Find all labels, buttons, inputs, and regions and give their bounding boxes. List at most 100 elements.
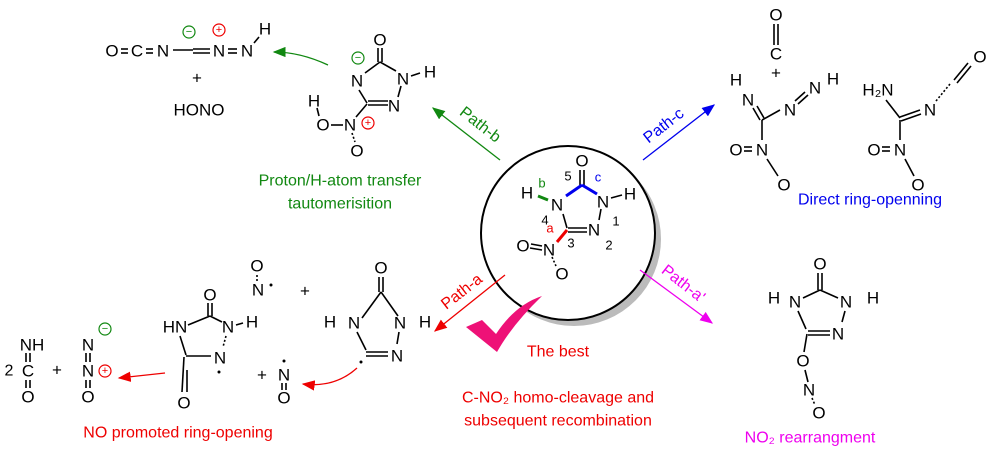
atom-o: O <box>973 48 986 67</box>
atom-h: H <box>324 313 336 332</box>
atom-o: O <box>812 404 825 423</box>
atom-n: N <box>784 101 796 120</box>
atom-o: O <box>81 388 94 407</box>
atom-o: O <box>867 141 880 160</box>
best-caption: The best <box>527 344 590 361</box>
checkmark-icon <box>466 296 542 352</box>
atom-c: C <box>131 42 143 61</box>
ring-number-2: 2 <box>605 238 612 253</box>
svg-text:−: − <box>186 26 192 38</box>
atom-n: N <box>832 325 844 344</box>
atom-n1: N <box>597 193 609 212</box>
atom-o: O <box>250 257 263 276</box>
negative-charge-icon: − <box>351 51 365 65</box>
atom-o: O <box>777 176 790 195</box>
atom-n: N <box>894 141 906 160</box>
atom-o: O <box>374 259 387 278</box>
positive-charge-icon: + <box>361 116 375 130</box>
atom-c: C <box>770 45 782 64</box>
atom-h: H <box>624 185 636 204</box>
atom-o: O <box>729 141 742 160</box>
atom-o: O <box>911 176 924 195</box>
bond-label-b: b <box>538 176 545 191</box>
atom-n: N <box>278 366 290 385</box>
atom-o: O <box>555 265 568 284</box>
atom-n: N <box>803 381 815 400</box>
no-promoted-caption: NO promoted ring-opening <box>83 425 272 442</box>
atom-n: N <box>809 79 821 98</box>
plus-sign: + <box>257 366 267 385</box>
ring-number-4: 4 <box>541 213 548 228</box>
atom-o: O <box>796 352 809 371</box>
atom-n: N <box>82 336 94 355</box>
plus-sign: + <box>300 282 310 301</box>
negative-charge-icon: − <box>98 322 112 336</box>
bond-label-a: a <box>546 221 554 236</box>
atom-n: N <box>742 91 754 110</box>
atom-h: H <box>867 289 879 308</box>
path-c-label: Path-c <box>641 105 688 147</box>
ring-opening-arrow <box>117 371 166 382</box>
radical-dot <box>217 370 221 374</box>
atom-n: N <box>252 281 264 300</box>
atom-o: O <box>21 388 34 407</box>
tautomer-caption-line1: Proton/H-atom transfer <box>259 173 422 190</box>
atom-n: N <box>756 141 768 160</box>
final-products-left: NH 2 C O + N N O − + <box>5 322 112 407</box>
atom-n2: N <box>588 221 600 240</box>
atom-n: N <box>344 116 356 135</box>
svg-text:+: + <box>365 117 371 129</box>
azide-isocyanate-product: O C N N N H − + + HONO <box>105 20 271 120</box>
svg-text:−: − <box>355 52 361 64</box>
radical-dot <box>359 360 363 364</box>
atom-n: N <box>82 362 94 381</box>
no-radical: N O + <box>257 359 291 408</box>
atom-n: N <box>348 314 360 333</box>
no2-radical: O N + <box>250 257 310 301</box>
atom-o: O <box>177 394 190 413</box>
atom-n-nitro: N <box>543 241 555 260</box>
atom-o: O <box>316 116 329 135</box>
atom-o: O <box>277 389 290 408</box>
atom-h: H <box>827 70 839 89</box>
atom-n: N <box>241 42 253 61</box>
ring-number-1: 1 <box>612 214 619 229</box>
positive-charge-icon: + <box>98 364 112 378</box>
atom-h: H <box>308 92 320 111</box>
homo-cleavage-caption-line2: subsequent recombination <box>464 413 652 430</box>
tautomer-caption-line2: tautomerisition <box>288 196 392 213</box>
atom-n: N <box>222 318 234 337</box>
atom-n: N <box>214 349 226 368</box>
triazolone-radical: O N H N H N <box>324 259 431 366</box>
nitro-rearrangement-caption: NO₂ rearrangment <box>745 430 876 447</box>
atom-o: O <box>350 142 363 161</box>
atom-n4: N <box>551 196 563 215</box>
atom-n: N <box>351 72 363 91</box>
central-molecule: O N N H H N N O O 5 4 1 3 2 b c a <box>516 152 636 284</box>
nitrite-rearrangement-product: O N H N H N O N O <box>768 255 879 423</box>
atom-hn: HN <box>163 318 188 337</box>
atom-h: H <box>419 313 431 332</box>
svg-text:+: + <box>102 365 108 377</box>
tautomer-decomposition-arrow <box>272 46 329 66</box>
path-c-arrow: Path-c <box>641 104 716 161</box>
path-b-label: Path-b <box>456 104 504 146</box>
direct-ring-opening-caption: Direct ring-openning <box>798 192 942 209</box>
atom-n: N <box>213 42 225 61</box>
bond-label-c: c <box>595 170 602 185</box>
atom-o: O <box>373 31 386 50</box>
negative-charge-icon: − <box>182 25 196 39</box>
path-a-prime-label: Path-a' <box>658 262 708 306</box>
ring-number-5: 5 <box>564 169 571 184</box>
atom-o: O <box>575 152 588 171</box>
path-a-label: Path-a <box>438 271 486 313</box>
atom-o: O <box>516 237 529 256</box>
atom-o: O <box>813 255 826 274</box>
atom-n: N <box>789 293 801 312</box>
atom-n: N <box>394 314 406 333</box>
atom-h: H <box>424 63 436 82</box>
atom-h: H <box>768 289 780 308</box>
atom-c: C <box>22 362 34 381</box>
atom-o: O <box>769 6 782 25</box>
atom-n: N <box>924 101 936 120</box>
